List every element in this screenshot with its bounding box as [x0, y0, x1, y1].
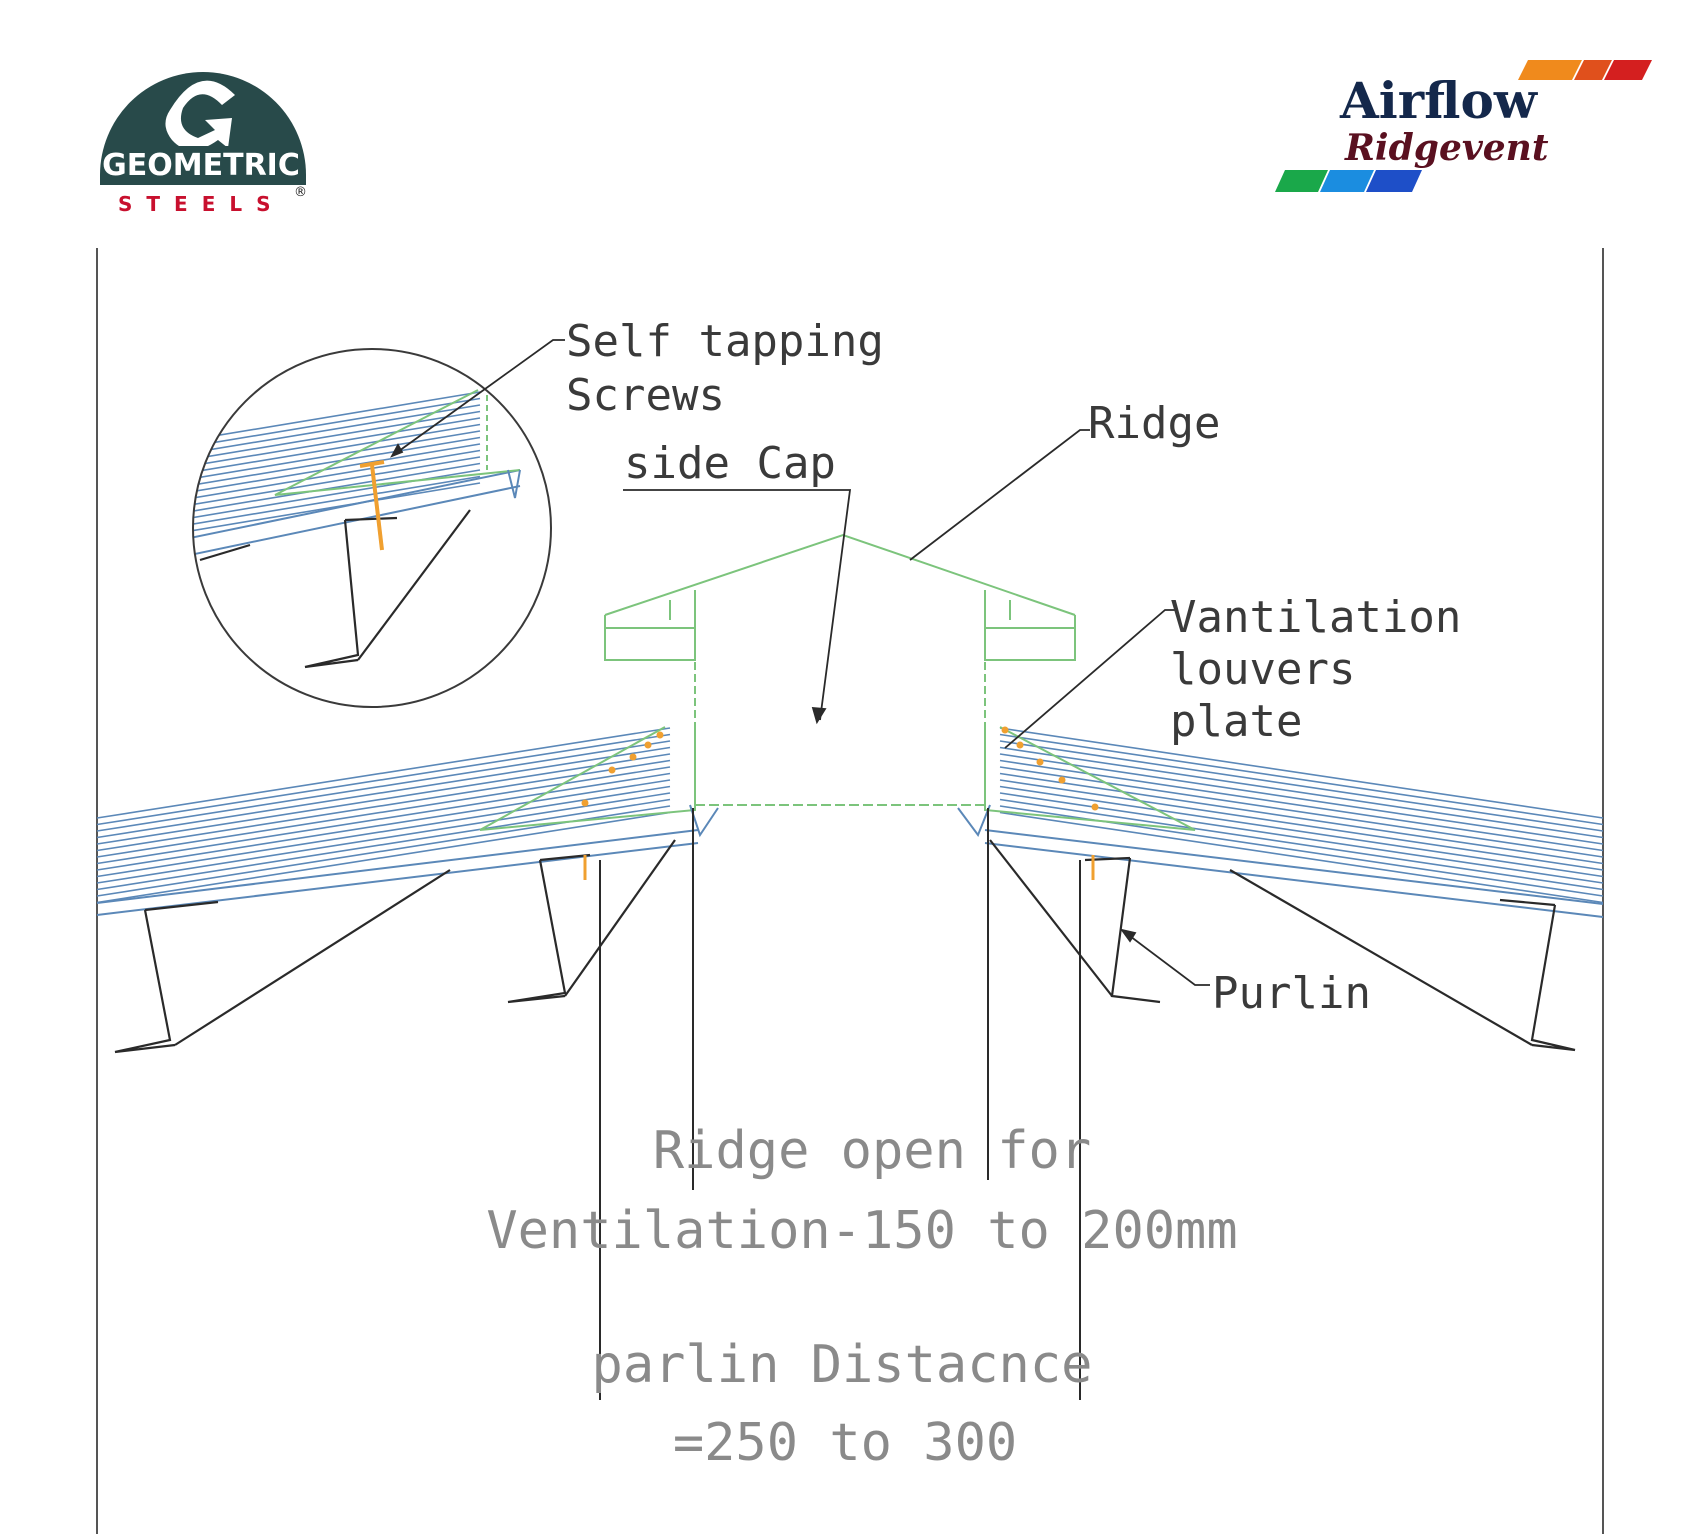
- left-roof-sheet: [96, 727, 671, 904]
- right-sheet-rib: [999, 740, 1604, 832]
- label-screws: Screws: [566, 370, 725, 421]
- label-ridge-open: Ridge open for: [653, 1121, 1091, 1181]
- label-purlin-distance: parlin Distacnce: [592, 1335, 1093, 1395]
- leader-louvers: [1004, 609, 1175, 749]
- right-louver-plate: [984, 725, 1196, 831]
- detail-circle: [192, 348, 552, 708]
- left-sheet-rib: [96, 792, 671, 884]
- registered-mark: ®: [294, 185, 307, 200]
- right-sheet-rib: [999, 798, 1604, 891]
- right-sheet-rib: [999, 779, 1604, 871]
- left-sheet-rib: [96, 740, 671, 832]
- right-sheet-rib: [999, 766, 1604, 858]
- detail-sheet-rib: [193, 417, 481, 467]
- detail-sheet-rib: [193, 443, 481, 493]
- right-sheet-rib: [999, 727, 1604, 819]
- logo-steels-text: STEELS: [118, 192, 285, 216]
- leader-lines: [390, 339, 1210, 986]
- dimension-lines: [599, 808, 1081, 1400]
- left-sheet-rib: [96, 785, 671, 878]
- left-sheet-rib: [96, 727, 671, 819]
- label-purlin-range: =250 to 300: [673, 1413, 1017, 1473]
- left-sheet-rib: [96, 733, 671, 826]
- detail-sheet-rib: [193, 462, 481, 513]
- detail-sheet-rib: [193, 430, 481, 480]
- self-tapping-screw-icon: [359, 460, 385, 551]
- logo-airflow-text: Airflow: [1339, 71, 1539, 130]
- right-roof-sheet: [999, 727, 1604, 904]
- detail-sheet-rib: [193, 449, 481, 500]
- purlin-far-left: [114, 909, 176, 1054]
- detail-circle-outline: [192, 348, 552, 708]
- left-sheet-rib: [96, 759, 671, 852]
- left-sheet-rib: [96, 746, 671, 839]
- leader-ridge: [909, 429, 1090, 561]
- ridge-cap: [479, 533, 1196, 831]
- detail-sheet-rib: [193, 475, 481, 526]
- detail-sheet-rib: [193, 456, 481, 506]
- label-ventilation-range: Ventilation-150 to 200mm: [486, 1201, 1237, 1261]
- left-sheet-rib: [96, 772, 671, 865]
- detail-sheet-rib: [193, 436, 481, 487]
- label-vantilation: Vantilation: [1170, 592, 1461, 643]
- detail-sheet-rib: [193, 469, 481, 519]
- right-sheet-rib: [999, 759, 1604, 852]
- label-louvers: louvers: [1170, 644, 1355, 695]
- ridge-cap-top: [604, 533, 1076, 616]
- leader-purlin: [1121, 929, 1210, 986]
- left-sheet-rib: [96, 811, 671, 904]
- louver-screw-dots: [581, 726, 1099, 811]
- purlin-inner-right: [1110, 857, 1161, 1004]
- airflow-ridgevent-logo: Airflow Ridgevent: [1275, 60, 1652, 192]
- left-sheet-rib: [96, 798, 671, 891]
- right-sheet-bottom: [984, 842, 1604, 918]
- label-plate: plate: [1170, 696, 1302, 747]
- right-sheet-rib: [999, 772, 1604, 865]
- label-purlin: Purlin: [1212, 968, 1371, 1019]
- detail-sheet-rib: [193, 423, 481, 474]
- right-sheet-rib: [999, 753, 1604, 845]
- label-ridge: Ridge: [1088, 398, 1220, 449]
- label-self-tapping: Self tapping: [566, 316, 884, 367]
- detail-sheet-rib: [193, 391, 481, 441]
- purlin-inner-left: [507, 859, 567, 1004]
- detail-sheet-rib: [193, 410, 481, 461]
- left-sheet-rib: [96, 766, 671, 858]
- left-sheet-rib: [96, 753, 671, 845]
- purlin-far-right: [1530, 904, 1576, 1052]
- purlins: [114, 839, 1576, 1054]
- right-sheet-rib: [999, 785, 1604, 878]
- right-sheet-rib: [999, 811, 1604, 904]
- g-emblem-icon: [165, 80, 235, 150]
- right-sheet-rib: [999, 733, 1604, 826]
- logo-ridgevent-text: Ridgevent: [1344, 127, 1549, 169]
- leader-side-cap: [623, 489, 852, 721]
- left-sheet-bottom: [96, 842, 699, 916]
- right-sheet-rib: [999, 792, 1604, 884]
- left-sheet-rib: [96, 779, 671, 871]
- detail-sheet-rib: [193, 397, 481, 448]
- leader-self-tapping: [391, 339, 565, 457]
- detail-sheet-rib: [193, 482, 481, 532]
- logo-geometric-text: GEOMETRIC: [102, 148, 300, 183]
- geometric-steels-logo: GEOMETRIC STEELS ®: [100, 38, 307, 216]
- left-louver-plate: [479, 725, 696, 831]
- right-sheet-rib: [999, 746, 1604, 839]
- label-side-cap: side Cap: [624, 438, 836, 489]
